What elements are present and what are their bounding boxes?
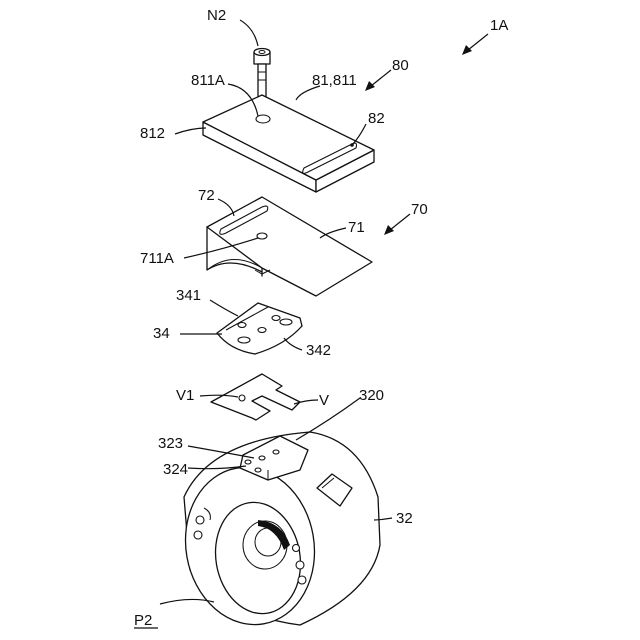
- label-v: V: [319, 392, 329, 409]
- arrow-1a: [462, 34, 488, 55]
- label-v1: V1: [176, 387, 194, 404]
- label-n2: N2: [207, 7, 226, 24]
- label-323: 323: [158, 435, 183, 452]
- label-80: 80: [392, 57, 409, 74]
- label-812: 812: [140, 125, 165, 142]
- label-34: 34: [153, 325, 170, 342]
- label-p2: P2: [134, 612, 152, 629]
- label-711a: 711A: [140, 250, 174, 267]
- arrow-70: [384, 214, 410, 235]
- label-72: 72: [198, 187, 215, 204]
- label-342: 342: [306, 342, 331, 359]
- gasket-v: [211, 374, 300, 420]
- plate-81: [203, 95, 374, 192]
- label-70: 70: [411, 201, 428, 218]
- label-324: 324: [163, 461, 188, 478]
- label-32: 32: [396, 510, 413, 527]
- spring-plate-34: [217, 303, 302, 354]
- housing-32: [173, 432, 380, 635]
- label-81-811: 81,811: [312, 72, 357, 89]
- label-320: 320: [359, 387, 384, 404]
- label-82: 82: [368, 110, 385, 127]
- label-1a: 1A: [490, 17, 508, 34]
- label-71: 71: [348, 219, 365, 236]
- label-341: 341: [176, 287, 201, 304]
- label-811a: 811A: [191, 72, 225, 89]
- arrow-80: [365, 70, 391, 91]
